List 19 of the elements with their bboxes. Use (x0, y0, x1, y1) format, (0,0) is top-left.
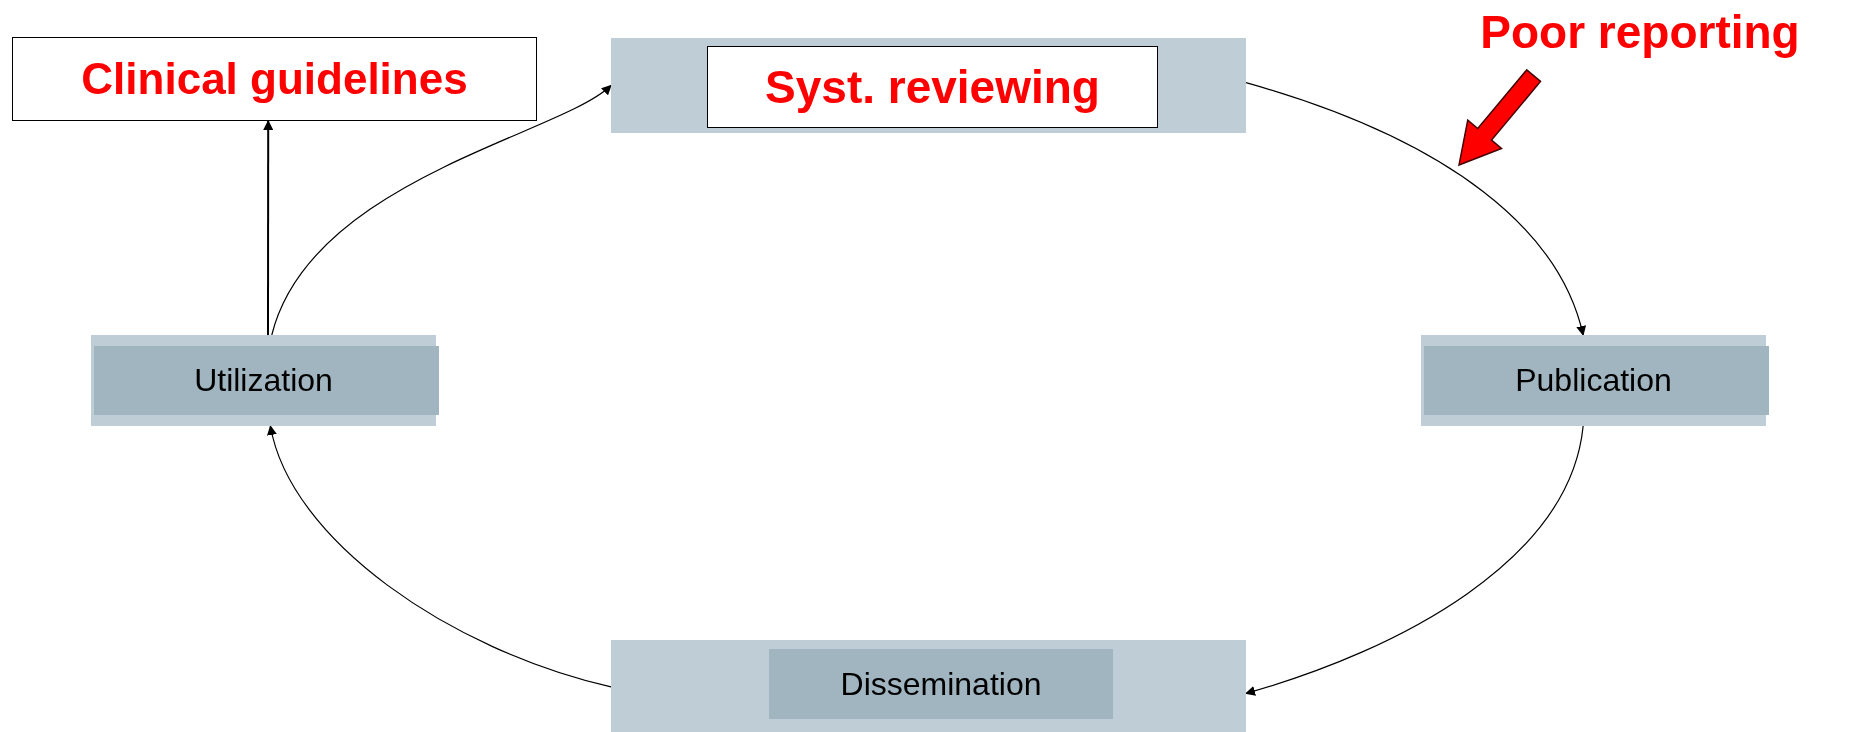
process-box (1421, 335, 1766, 426)
process-box (769, 649, 1113, 719)
process-band (611, 38, 1246, 133)
arrow (1245, 82, 1586, 336)
process-box (707, 46, 1158, 128)
process-box (91, 335, 436, 426)
block-arrow (1458, 68, 1542, 167)
node-label: Dissemination (840, 665, 1042, 703)
node-label: Publication (1515, 362, 1672, 399)
label-text: Poor reporting (1480, 5, 1800, 59)
process-band (611, 640, 1246, 732)
arrow (271, 84, 612, 336)
label-text: Clinical guidelines (81, 54, 468, 104)
guideline-box (12, 37, 537, 121)
arrow (263, 120, 274, 336)
arrow (267, 425, 612, 688)
arrow (1245, 425, 1584, 696)
node-label: Utilization (194, 362, 333, 399)
label-text: Syst. reviewing (765, 60, 1100, 114)
